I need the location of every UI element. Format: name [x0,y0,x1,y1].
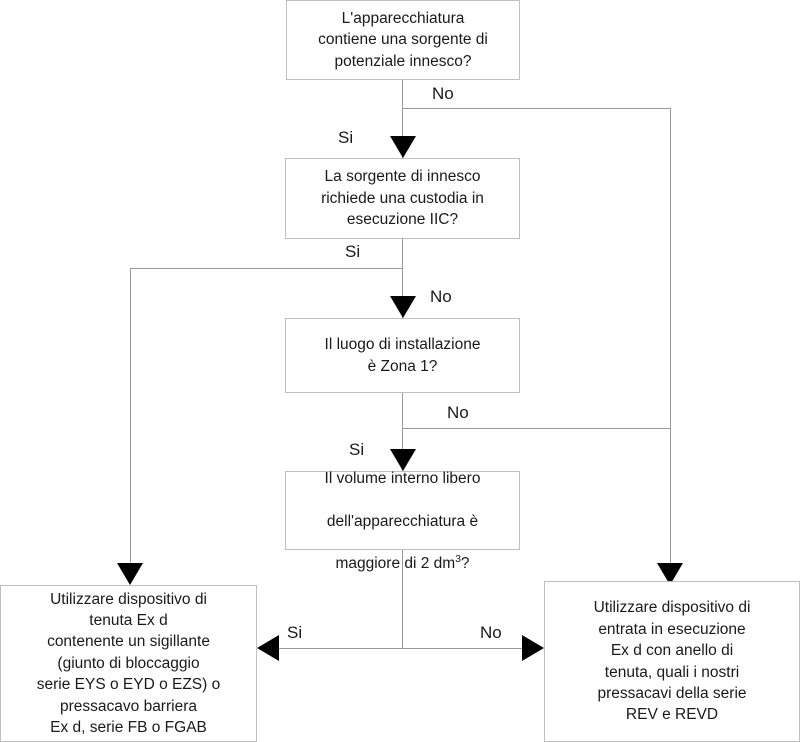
arrowhead-into-q2 [390,136,416,158]
edge-label-q2-si: Si [345,242,361,261]
arrowhead-into-q3 [390,296,416,318]
node-q1-ignition-source[interactable]: L'apparecchiatura contiene una sorgente … [286,0,520,80]
node-q3-zone-1[interactable]: Il luogo di installazione è Zona 1? [285,318,520,393]
edge-label-q4-no: No [480,623,502,642]
node-outcome-left-label: Utilizzare dispositivo di tenuta Ex d co… [36,590,221,736]
node-q4-internal-volume[interactable]: Il volume interno libero dell'apparecchi… [285,470,520,572]
node-outcome-right-entry-device[interactable]: Utilizzare dispositivo di entrata in ese… [544,581,800,742]
edge-label-q3-no: No [447,403,469,422]
edge-label-q1-no: No [432,84,454,103]
node-q4-line2: dell'apparecchiatura è [326,512,479,530]
node-q4-exponent: 3 [455,554,461,566]
arrowhead-into-q4 [390,449,416,471]
node-q4-label: Il volume interno libero dell'apparecchi… [294,446,511,574]
node-outcome-left-sealing-device[interactable]: Utilizzare dispositivo di tenuta Ex d co… [0,585,257,742]
node-q4-line1: Il volume interno libero [324,469,481,487]
node-q2-label: La sorgente di innesco richiede una cust… [321,168,484,229]
connector-q1-no-horizontal [402,108,671,109]
connector-right-riser [670,108,671,563]
edge-label-q1-si: Si [338,128,354,147]
node-q3-label: Il luogo di installazione è Zona 1? [324,336,481,375]
arrowhead-into-outcome-right [657,563,683,585]
node-q1-label: L'apparecchiatura contiene una sorgente … [318,9,488,70]
edge-label-q2-no: No [430,287,452,306]
connector-q4-si-horizontal [279,648,403,649]
arrowhead-into-outcome-left [117,563,143,585]
arrowhead-q4-no-into-outcome-right [522,635,544,661]
node-q4-line3-pre: maggiore di 2 dm [335,555,456,573]
edge-label-q3-si: Si [349,440,365,459]
connector-q1-to-q2 [402,79,403,158]
connector-left-riser [130,268,131,563]
node-q4-line3-post: ? [460,555,470,573]
node-outcome-right-label: Utilizzare dispositivo di entrata in ese… [593,599,751,724]
connector-q3-to-q4 [402,392,403,471]
edge-label-q4-si: Si [287,623,303,642]
connector-q4-no-horizontal [402,648,522,649]
connector-q2-si-horizontal [130,268,403,269]
connector-q3-no-horizontal [402,428,671,429]
connector-q4-stem [402,549,403,648]
arrowhead-q4-si-into-outcome-left [257,635,279,661]
node-q2-iic-enclosure[interactable]: La sorgente di innesco richiede una cust… [285,158,520,239]
connector-q2-to-q3 [402,238,403,318]
